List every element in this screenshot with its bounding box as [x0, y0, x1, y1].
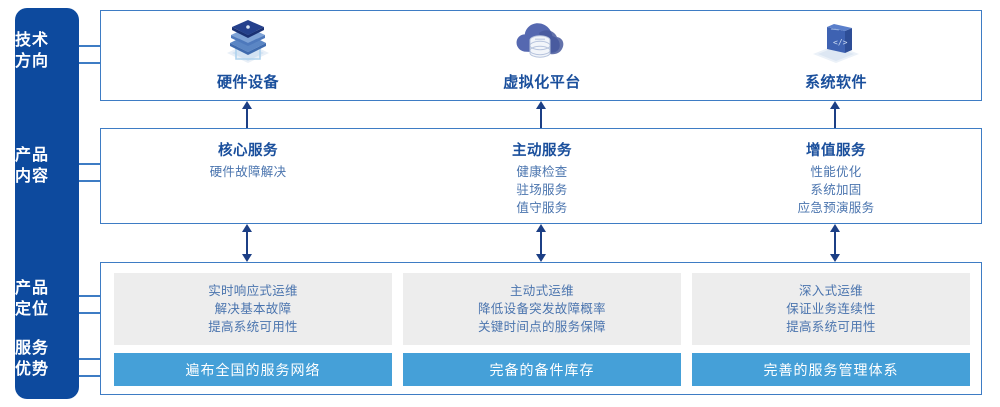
product-content-box: 核心服务 硬件故障解决 主动服务 健康检查 驻场服务 值守服务 增值服务 性能优…	[100, 128, 982, 224]
connector-advantage-1	[79, 358, 101, 360]
tech-item-label: 虚拟化平台	[503, 74, 581, 91]
sidebar-panel	[15, 8, 79, 399]
sidebar-item-product-positioning[interactable]: 产品 定位	[0, 278, 64, 320]
product-item-line: 驻场服务	[516, 183, 568, 197]
positioning-line: 提高系统可用性	[786, 320, 876, 334]
arrow-double-positioning-2	[534, 224, 548, 262]
sidebar-label-line1: 技术	[14, 32, 49, 49]
connector-tech-2	[79, 62, 101, 64]
cloud-database-icon	[515, 19, 569, 67]
positioning-line: 关键时间点的服务保障	[477, 320, 606, 334]
connector-tech-1	[79, 45, 101, 47]
sidebar-item-product-content[interactable]: 产品 内容	[0, 145, 64, 187]
server-stack-icon	[221, 19, 275, 67]
positioning-line: 解决基本故障	[214, 302, 292, 316]
product-item-value-added-service[interactable]: 增值服务 性能优化 系统加固 应急预演服务	[689, 129, 983, 223]
sidebar-label-line2: 优势	[14, 361, 49, 378]
product-item-line: 值守服务	[516, 201, 568, 215]
positioning-line: 实时响应式运维	[208, 284, 298, 298]
product-item-title: 核心服务	[218, 143, 278, 159]
tech-item-label: 系统软件	[804, 74, 867, 91]
product-item-line: 性能优化	[810, 165, 862, 179]
sidebar-label-line2: 内容	[14, 168, 49, 185]
tech-direction-box: 硬件设备 虚拟化平台	[100, 10, 982, 101]
sidebar-item-tech-direction[interactable]: 技术 方向	[0, 30, 64, 72]
product-item-line: 系统加固	[810, 183, 862, 197]
sidebar-label-line1: 产品	[14, 280, 49, 297]
product-item-title: 增值服务	[806, 143, 866, 159]
laptop-code-icon: </>	[809, 19, 863, 67]
bottom-column-2: 主动式运维 降低设备突发故障概率 关键时间点的服务保障 完备的备件库存	[403, 273, 681, 386]
product-item-line: 应急预演服务	[797, 201, 875, 215]
tech-item-virtualization[interactable]: 虚拟化平台	[395, 11, 689, 100]
bottom-column-3: 深入式运维 保证业务连续性 提高系统可用性 完善的服务管理体系	[692, 273, 970, 386]
advantage-bar[interactable]: 遍布全国的服务网络	[114, 353, 392, 386]
positioning-line: 深入式运维	[798, 284, 863, 298]
arrow-up-hardware	[240, 101, 254, 128]
sidebar-label-line1: 产品	[14, 147, 49, 164]
positioning-card[interactable]: 主动式运维 降低设备突发故障概率 关键时间点的服务保障	[403, 273, 681, 345]
advantage-bar[interactable]: 完善的服务管理体系	[692, 353, 970, 386]
positioning-line: 保证业务连续性	[786, 302, 876, 316]
sidebar-label-line1: 服务	[14, 340, 49, 357]
sidebar-label-line2: 定位	[14, 301, 49, 318]
positioning-advantage-box: 实时响应式运维 解决基本故障 提高系统可用性 遍布全国的服务网络 主动式运维 降…	[100, 262, 982, 395]
tech-item-label: 硬件设备	[216, 74, 279, 91]
tech-item-system-software[interactable]: </> 系统软件	[689, 11, 983, 100]
arrow-up-virtualization	[534, 101, 548, 128]
sidebar-label-line2: 方向	[14, 53, 49, 70]
advantage-bar[interactable]: 完备的备件库存	[403, 353, 681, 386]
connector-positioning-1	[79, 295, 101, 297]
product-item-title: 主动服务	[512, 143, 572, 159]
arrow-double-positioning-1	[240, 224, 254, 262]
sidebar-item-service-advantage[interactable]: 服务 优势	[0, 338, 64, 380]
positioning-line: 降低设备突发故障概率	[477, 302, 606, 316]
connector-positioning-2	[79, 312, 101, 314]
product-item-line: 健康检查	[516, 165, 568, 179]
arrow-up-system-software	[828, 101, 842, 128]
svg-text:</>: </>	[833, 38, 848, 47]
product-item-proactive-service[interactable]: 主动服务 健康检查 驻场服务 值守服务	[395, 129, 689, 223]
tech-item-hardware[interactable]: 硬件设备	[101, 11, 395, 100]
positioning-card[interactable]: 实时响应式运维 解决基本故障 提高系统可用性	[114, 273, 392, 345]
product-item-core-service[interactable]: 核心服务 硬件故障解决	[101, 129, 395, 223]
positioning-line: 主动式运维	[509, 284, 574, 298]
arrow-double-positioning-3	[828, 224, 842, 262]
product-item-line: 硬件故障解决	[209, 165, 287, 179]
connector-advantage-2	[79, 375, 101, 377]
positioning-line: 提高系统可用性	[208, 320, 298, 334]
connector-product-1	[79, 163, 101, 165]
bottom-column-1: 实时响应式运维 解决基本故障 提高系统可用性 遍布全国的服务网络	[114, 273, 392, 386]
connector-product-2	[79, 180, 101, 182]
positioning-card[interactable]: 深入式运维 保证业务连续性 提高系统可用性	[692, 273, 970, 345]
